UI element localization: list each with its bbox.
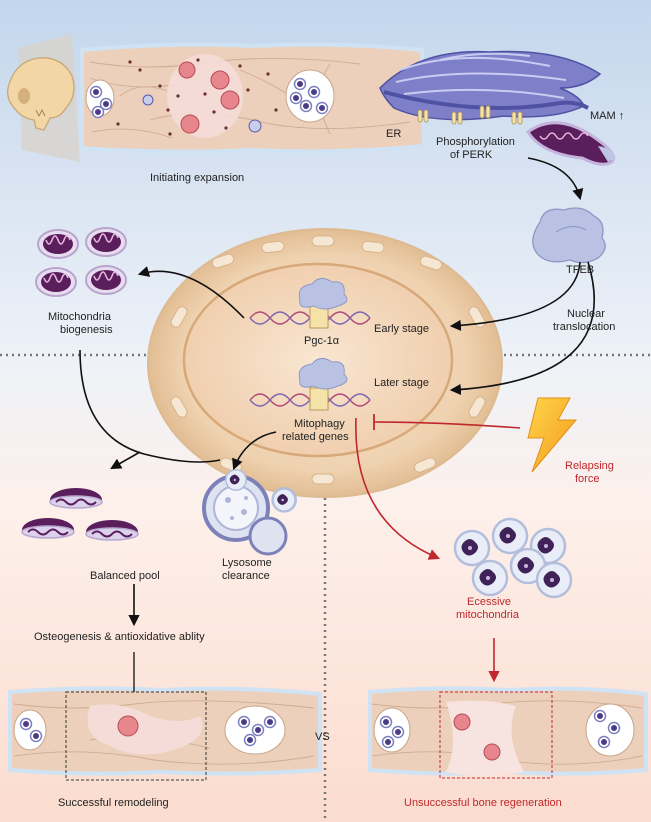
arrow-perk-to-tfeb [527,157,584,201]
label-unsuccessful: Unsuccessful bone regeneration [404,797,562,809]
label-mitophagy-2: related genes [282,431,349,443]
unsuccessful-regeneration-illustration [368,686,648,779]
label-phosphorylation-2: of PERK [450,149,493,161]
inhibition-relapsing [373,421,521,429]
successful-zoom-box [65,691,207,781]
successful-remodeling-illustration [8,686,322,781]
label-pgc1a: Pgc-1α [304,335,340,347]
arrow-tfeb-to-early [449,261,581,332]
arrow-to-balanced-pool [110,451,141,470]
label-vs: VS [315,731,330,743]
label-lysosome-1: Lysosome [222,557,272,569]
label-relapsing-2: force [575,473,600,485]
label-mitophagy-1: Mitophagy [294,418,345,430]
label-excessive-1: Ecessive [467,596,512,608]
arrow-pgc1a-to-biogenesis [137,266,245,319]
arrow-mitophagy-to-lysosome [232,431,277,471]
label-mito-biogenesis-1: Mitochondria [48,311,111,323]
cell-illustration [147,228,503,498]
label-nuclear-2: translocation [553,321,616,333]
unsuccessful-zoom-box [439,691,553,779]
initiating-expansion-illustration [7,34,427,162]
label-early-stage: Early stage [374,323,430,335]
label-er: ER [386,128,402,140]
lysosome-illustration [202,469,297,556]
arrow-tfeb-to-later [449,261,596,396]
label-mam: MAM ↑ [590,110,625,122]
lightning-icon [527,397,578,473]
label-successful: Successful remodeling [58,797,169,809]
label-balanced-pool: Balanced pool [90,570,160,582]
arrow-to-excessive [355,417,441,560]
label-relapsing-1: Relapsing [565,460,614,472]
label-nuclear-1: Nuclear [567,308,605,320]
label-mito-biogenesis-2: biogenesis [60,324,113,336]
label-excessive-2: mitochondria [456,609,519,621]
label-later-stage: Later stage [374,377,430,389]
label-initiating-expansion: Initiating expansion [150,172,245,184]
label-phosphorylation-1: Phosphorylation [436,136,515,148]
label-tfeb: TFEB [566,264,595,276]
label-lysosome-2: clearance [222,570,270,582]
er-mam-illustration [379,50,616,264]
label-osteogenesis: Osteogenesis & antioxidative ablity [34,631,205,643]
